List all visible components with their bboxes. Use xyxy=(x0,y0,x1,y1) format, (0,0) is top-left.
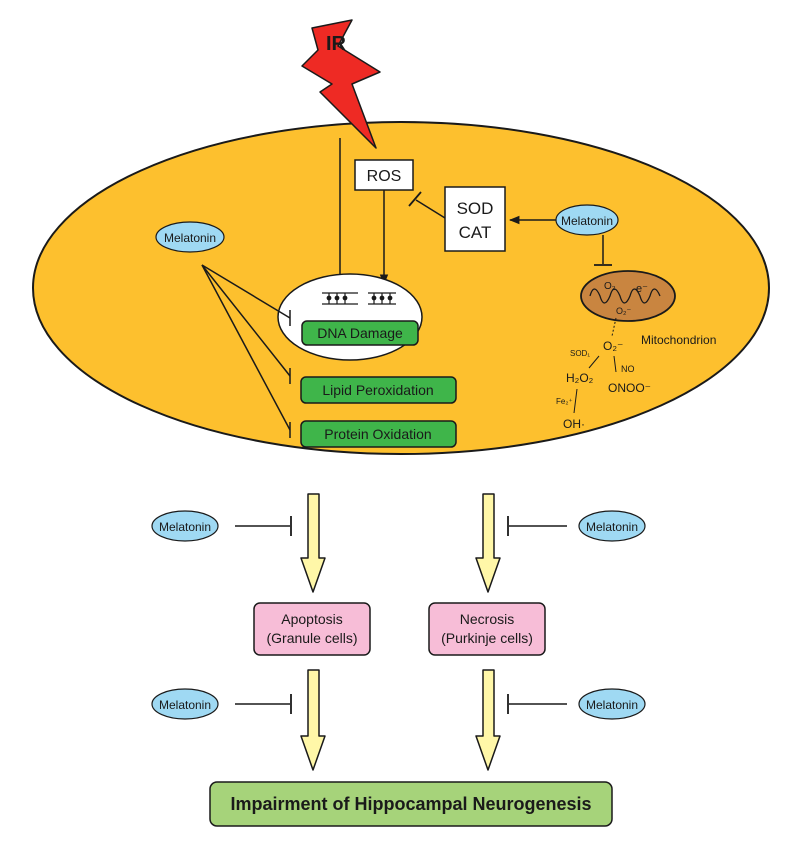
melatonin-label: Melatonin xyxy=(164,231,216,245)
lipid-peroxidation-label: Lipid Peroxidation xyxy=(322,382,433,398)
fe-label: Fe₂⁺ xyxy=(556,397,573,406)
apoptosis-box xyxy=(253,602,371,656)
melatonin-inhibition-lines xyxy=(201,264,291,438)
ir-label: IR xyxy=(326,33,347,55)
nucleus xyxy=(277,273,423,361)
superoxide-label: O₂⁻ xyxy=(603,339,623,353)
mitochondrion-icon xyxy=(580,270,676,322)
necrosis-label: Necrosis xyxy=(460,611,514,627)
sod-label: SOD xyxy=(457,199,494,218)
necrosis-sublabel: (Purkinje cells) xyxy=(441,630,533,646)
melatonin-oval-low-left xyxy=(151,688,219,720)
onoo-label: ONOO⁻ xyxy=(608,381,651,395)
apoptosis-label: Apoptosis xyxy=(281,611,342,627)
hydroxyl-label: OH· xyxy=(563,417,585,431)
dna-icon xyxy=(322,292,396,305)
final-outcome-label: Impairment of Hippocampal Neurogenesis xyxy=(230,794,591,814)
melatonin-label: Melatonin xyxy=(586,520,638,534)
dna-damage-box xyxy=(301,320,419,346)
dna-damage-label: DNA Damage xyxy=(317,325,403,341)
melatonin-oval-low-right xyxy=(578,688,646,720)
mito-superoxide-inner-label: O₂⁻ xyxy=(616,306,631,316)
ir-lightning-icon xyxy=(301,19,381,149)
final-outcome-box xyxy=(209,781,613,827)
melatonin-oval-left xyxy=(155,221,225,253)
flow-arrows xyxy=(300,493,501,771)
sod1-label: SOD₁ xyxy=(570,349,590,358)
cat-label: CAT xyxy=(459,223,492,242)
melatonin-label: Melatonin xyxy=(159,520,211,534)
mitochondrion-label: Mitochondrion xyxy=(641,333,716,347)
protein-oxidation-box xyxy=(300,420,457,448)
necrosis-box xyxy=(428,602,546,656)
melatonin-label: Melatonin xyxy=(159,698,211,712)
melatonin-label: Melatonin xyxy=(586,698,638,712)
mito-electron-label: e⁻ xyxy=(636,283,648,295)
melatonin-oval-mid-left xyxy=(151,510,219,542)
mito-o2-label: O₂ xyxy=(604,281,616,292)
melatonin-label: Melatonin xyxy=(561,214,613,228)
lipid-peroxidation-box xyxy=(300,376,457,404)
melatonin-oval-mid-right xyxy=(578,510,646,542)
ros-label: ROS xyxy=(367,168,402,185)
apoptosis-sublabel: (Granule cells) xyxy=(266,630,357,646)
h2o2-label: H₂O₂ xyxy=(566,371,594,385)
sod-cat-box xyxy=(444,186,506,252)
protein-oxidation-label: Protein Oxidation xyxy=(324,426,431,442)
no-label: NO xyxy=(621,364,635,374)
